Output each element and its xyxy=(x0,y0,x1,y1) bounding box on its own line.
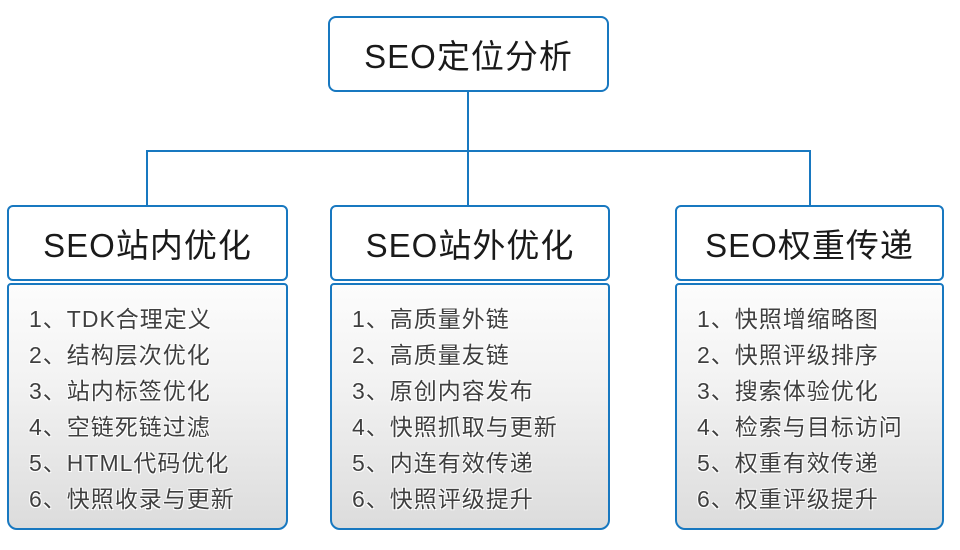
list-item: 4、空链死链过滤 xyxy=(29,414,211,440)
column-offsite-title: SEO站外优化 xyxy=(365,227,575,264)
list-item: 3、搜索体验优化 xyxy=(697,378,879,404)
list-item: 5、内连有效传递 xyxy=(352,450,534,476)
list-item: 6、权重评级提升 xyxy=(697,486,879,512)
list-item: 4、检索与目标访问 xyxy=(697,414,903,440)
connector-drop-left xyxy=(146,150,148,205)
column-offsite-card: 1、高质量外链 2、高质量友链 3、原创内容发布 4、快照抓取与更新 5、内连有… xyxy=(330,283,610,530)
list-item: 2、快照评级排序 xyxy=(697,342,879,368)
connector-rail xyxy=(146,150,811,152)
list-item: 5、权重有效传递 xyxy=(697,450,879,476)
list-item: 5、HTML代码优化 xyxy=(29,450,230,476)
column-weight-title: SEO权重传递 xyxy=(705,227,914,264)
list-item: 1、TDK合理定义 xyxy=(29,306,212,332)
connector-drop-middle xyxy=(467,150,469,205)
column-onsite-card: 1、TDK合理定义 2、结构层次优化 3、站内标签优化 4、空链死链过滤 5、H… xyxy=(7,283,288,530)
root-node-label: SEO定位分析 xyxy=(364,38,573,75)
list-item: 6、快照评级提升 xyxy=(352,486,534,512)
column-offsite-header: SEO站外优化 xyxy=(330,205,610,281)
column-onsite-header: SEO站内优化 xyxy=(7,205,288,281)
list-item: 4、快照抓取与更新 xyxy=(352,414,558,440)
list-item: 2、结构层次优化 xyxy=(29,342,211,368)
list-item: 1、高质量外链 xyxy=(352,306,510,332)
list-item: 6、快照收录与更新 xyxy=(29,486,235,512)
list-item: 2、高质量友链 xyxy=(352,342,510,368)
list-item: 1、快照增缩略图 xyxy=(697,306,879,332)
column-weight-header: SEO权重传递 xyxy=(675,205,944,281)
root-node: SEO定位分析 xyxy=(328,16,609,92)
connector-drop-right xyxy=(809,150,811,205)
column-weight-card: 1、快照增缩略图 2、快照评级排序 3、搜索体验优化 4、检索与目标访问 5、权… xyxy=(675,283,944,530)
list-item: 3、原创内容发布 xyxy=(352,378,534,404)
column-onsite-title: SEO站内优化 xyxy=(43,227,252,264)
list-item: 3、站内标签优化 xyxy=(29,378,211,404)
connector-root-stem xyxy=(467,92,469,150)
